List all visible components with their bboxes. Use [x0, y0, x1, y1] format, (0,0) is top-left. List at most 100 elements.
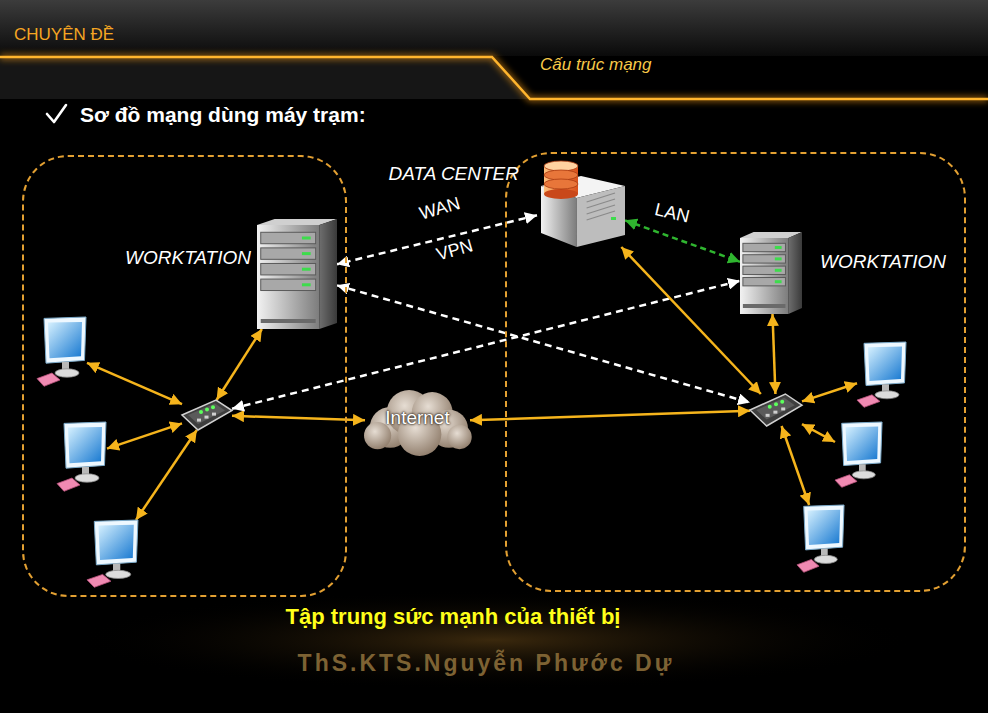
icon-group [835, 422, 882, 487]
status-led [775, 280, 782, 283]
network-switch [182, 400, 232, 430]
switch-led [205, 408, 209, 412]
switch-port [766, 414, 770, 417]
monitor-base [75, 474, 99, 482]
icon-group [37, 317, 86, 386]
icon-group [740, 232, 802, 314]
node-label: WORKTATION [99, 248, 251, 269]
node-icon [750, 394, 802, 426]
node-icon [57, 422, 107, 492]
node-icon [857, 342, 907, 408]
node-icon [797, 505, 845, 573]
slide-label: Cấu trúc mạng [540, 56, 652, 75]
internet-cloud: Internet [365, 388, 470, 456]
client-monitor [857, 342, 907, 408]
switch-port [197, 419, 201, 422]
client-monitor [835, 422, 883, 488]
keyboard [857, 395, 880, 408]
client-monitor [57, 422, 107, 492]
client-monitor [37, 317, 87, 387]
switch-led [211, 405, 215, 409]
link-arrow [772, 314, 775, 394]
status-led [302, 237, 311, 240]
link-arrow [621, 247, 760, 394]
switch-port [212, 413, 216, 416]
icon-group [541, 161, 625, 247]
drive-bay [261, 248, 316, 259]
status-led [302, 283, 311, 286]
keyboard [37, 373, 60, 386]
slide-label: ThS.KTS.Nguyễn Phước Dự [298, 651, 675, 676]
monitor-frame [94, 520, 138, 565]
server-base [743, 304, 786, 308]
link-arrow [107, 423, 182, 448]
link-arrow [217, 329, 262, 400]
link-arrow [802, 424, 835, 442]
server-side [577, 186, 625, 247]
drive-bay [743, 278, 786, 286]
server-base [261, 319, 316, 323]
drive-bay [743, 266, 786, 274]
header-band [0, 0, 988, 56]
status-led [302, 252, 311, 255]
node-icon [87, 520, 139, 588]
switch-face [756, 398, 794, 420]
icon-group [364, 390, 472, 456]
switch-port [205, 416, 209, 419]
monitor-frame [804, 505, 844, 550]
node-label: Internet [365, 408, 470, 429]
database-disk [544, 161, 578, 171]
slide-heading: Sơ đồ mạng dùng máy trạm: [80, 103, 366, 126]
node-icon [182, 400, 232, 430]
keyboard [57, 478, 80, 491]
switch-body [750, 394, 802, 426]
vent-line [587, 211, 615, 220]
cloud-puff [447, 425, 471, 449]
switch-face [188, 404, 225, 424]
switch-led [774, 402, 778, 406]
client-monitor [87, 520, 139, 588]
header-shade [0, 58, 530, 99]
node-icon [537, 162, 625, 247]
server-front [740, 238, 788, 314]
icon-group [87, 520, 138, 587]
node-icon [257, 219, 337, 329]
drive-bay [261, 232, 316, 243]
database-disk [544, 179, 578, 189]
icon-group [797, 505, 844, 572]
status-led [302, 268, 311, 271]
database-bottom [544, 189, 578, 199]
status-led [775, 269, 782, 272]
link-arrow [136, 430, 197, 520]
server-side [788, 232, 802, 314]
check-bullet [47, 105, 66, 122]
data-center-server: DATA CENTER [537, 162, 625, 247]
switch-port [773, 411, 777, 414]
monitor-base [55, 369, 79, 377]
monitor-frame [64, 422, 106, 468]
switch-led [780, 400, 784, 404]
keyboard [835, 475, 857, 488]
bottom-line [80, 641, 910, 643]
link-arrow [782, 426, 810, 505]
slide-label: VPN [434, 236, 475, 265]
server-side [319, 219, 337, 329]
status-led [775, 257, 782, 260]
monitor-frame [44, 317, 86, 363]
link-arrow [87, 363, 182, 404]
node-label: DATA CENTER [363, 164, 519, 185]
node-label: WORKTATION [820, 252, 970, 273]
status-led [775, 246, 782, 249]
monitor-screen [868, 347, 902, 381]
node-icon [37, 317, 87, 387]
bottom-glow [74, 590, 914, 690]
monitor-base [106, 570, 131, 578]
switch-led [199, 410, 203, 414]
connector-label: WAN [417, 194, 462, 224]
client-monitor [797, 505, 845, 573]
icon-group [257, 219, 337, 329]
switch-port [781, 407, 785, 410]
node-icon [835, 422, 883, 488]
